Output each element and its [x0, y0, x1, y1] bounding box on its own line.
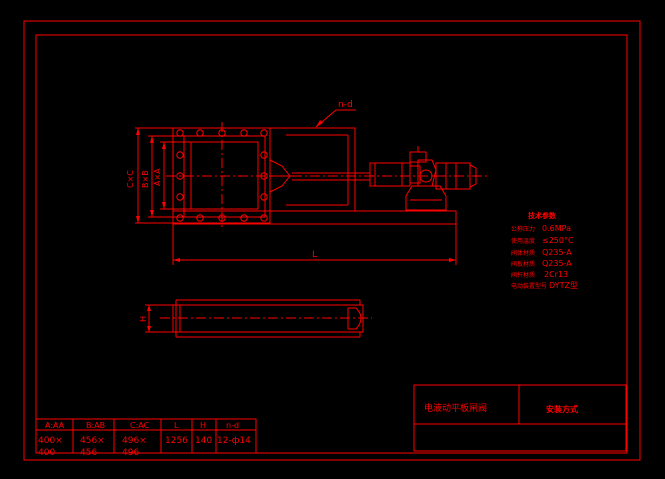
tech-param-key: 公称压力 — [511, 225, 535, 233]
label-l: L — [312, 250, 317, 260]
tech-param-value: 0.6MPa — [542, 224, 571, 233]
tech-param-value: Q235-A — [542, 259, 572, 268]
centerlines — [166, 122, 490, 230]
table-cell: 456 — [80, 448, 97, 458]
tech-param-key: 电动装置型号 — [511, 282, 547, 290]
tech-param-key: 阀杆材质 — [511, 271, 535, 279]
table-cell: 496× — [122, 436, 147, 446]
tech-param-key: 使用温度 — [511, 237, 535, 245]
table-header: n-d — [226, 421, 239, 430]
label-aa: A×A — [153, 168, 162, 186]
install-method-label: 安装方式 — [546, 404, 578, 414]
front-dimensions — [135, 109, 457, 265]
outer-border — [23, 20, 641, 461]
table-cell: 1256 — [165, 436, 188, 446]
tech-param-value: ≤250°C — [542, 236, 574, 245]
tech-param-value: DYTZ型 — [549, 281, 578, 290]
tech-param-key: 阀板材质 — [511, 260, 535, 268]
table-cell: 496 — [122, 448, 139, 458]
tech-params-title: 技术参数 — [528, 211, 557, 220]
tech-param-key: 阀体材质 — [511, 249, 535, 257]
table-header: C:AC — [130, 421, 150, 430]
dimension-arrows — [136, 120, 456, 262]
label-bb: B×B — [141, 170, 150, 188]
label-n-d: n-d — [338, 100, 353, 110]
table-cell: 456× — [80, 436, 105, 446]
label-h: H — [139, 316, 148, 322]
table-header: A:AA — [45, 421, 65, 430]
valve-front-view — [160, 127, 477, 243]
table-header: B:AB — [86, 421, 105, 430]
table-cell: 12-ф14 — [217, 436, 251, 446]
table-header: L — [174, 421, 179, 430]
tech-param-value: 2Cr13 — [544, 270, 568, 279]
table-cell: 140 — [195, 436, 212, 446]
label-cc: C×C — [126, 170, 135, 188]
dimension-table — [35, 418, 257, 454]
drawing-title: 电液动平板闸阀 — [424, 402, 487, 414]
tech-param-value: Q235-A — [542, 248, 572, 257]
bolt-holes — [176, 129, 268, 222]
table-cell: 400× — [38, 436, 63, 446]
title-block — [413, 384, 627, 452]
table-cell: 400 — [38, 448, 55, 458]
table-header: H — [200, 421, 206, 430]
inner-border — [35, 34, 628, 454]
